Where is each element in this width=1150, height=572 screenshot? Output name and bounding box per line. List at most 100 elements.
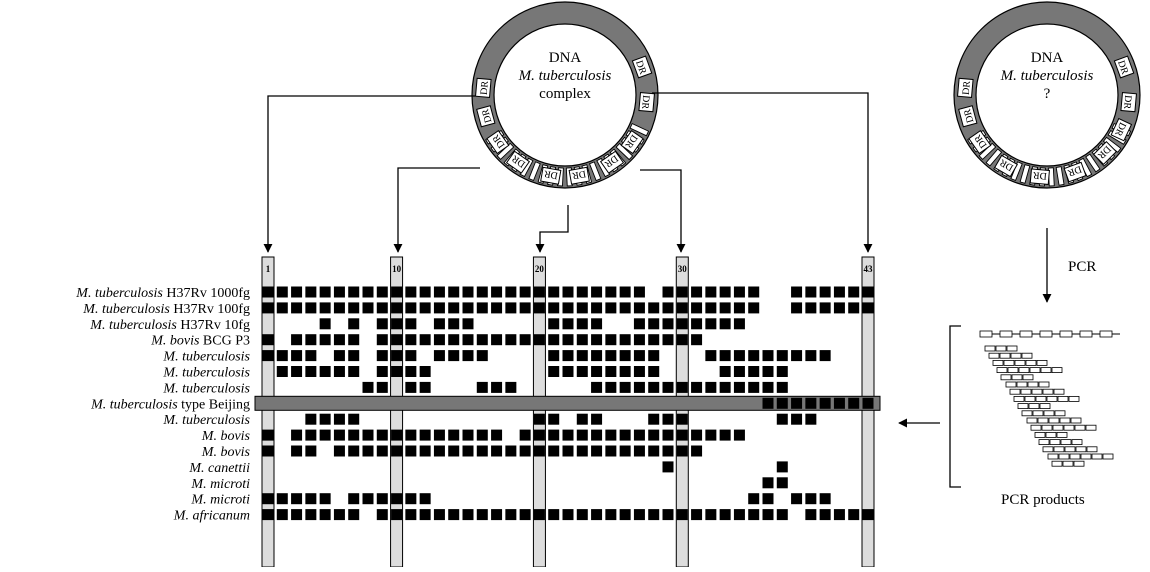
hybridization-square (262, 509, 274, 521)
dr-repeat-box: DR (994, 154, 1018, 178)
hybridization-square (605, 445, 617, 457)
hybridization-square (319, 334, 331, 346)
hybridization-square (333, 366, 345, 377)
hybridization-square (633, 286, 645, 298)
hybridization-square (433, 445, 445, 457)
hybridization-square (705, 509, 717, 521)
dr-repeat-box: DR (957, 77, 974, 98)
pcr-product-box (1005, 381, 1017, 388)
pcr-product-box (1075, 446, 1087, 453)
hybridization-square (605, 509, 617, 521)
hybridization-square (291, 429, 303, 441)
hybridization-square (562, 302, 574, 314)
hybridization-square (662, 334, 674, 346)
hybridization-square (805, 493, 817, 505)
hybridization-square (405, 509, 417, 521)
hybridization-square (648, 509, 660, 521)
pcr-product-box (1064, 446, 1076, 453)
hybridization-square (719, 302, 731, 314)
hybridization-square (733, 381, 745, 393)
hybridization-square (333, 350, 345, 362)
dr-label: DR (1121, 95, 1133, 110)
pattern-row (362, 381, 788, 393)
hybridization-square (348, 445, 360, 457)
hybridization-square (705, 381, 717, 393)
pcr-product-box (992, 359, 1004, 366)
hybridization-square (648, 302, 660, 314)
dr-box-frame (957, 77, 974, 98)
hybridization-square (805, 350, 817, 362)
hybridization-square (291, 334, 303, 346)
hybridization-square (319, 318, 331, 330)
hybridization-square (362, 381, 374, 393)
pcr-label: PCR (1068, 259, 1096, 275)
hybridization-square (562, 318, 574, 330)
hybridization-square (691, 509, 703, 521)
spacer-tick (985, 148, 1003, 167)
pcr-product-box (1028, 403, 1040, 410)
hybridization-square (705, 318, 717, 330)
pcr-product-box (1039, 403, 1051, 410)
dr-label: DR (961, 80, 973, 95)
pcr-product-box (995, 345, 1007, 352)
hybridization-square (419, 286, 431, 298)
hybridization-square (362, 302, 374, 314)
hybridization-square (305, 350, 317, 362)
dr-box-frame (631, 55, 653, 79)
hybridization-square (333, 334, 345, 346)
hybridization-square (319, 366, 331, 377)
pcr-product-box (1091, 453, 1103, 460)
hybridization-square (548, 286, 560, 298)
hybridization-square (805, 302, 817, 314)
hybridization-square (448, 429, 460, 441)
hybridization-square (605, 366, 617, 377)
dr-label: DR (1115, 59, 1130, 76)
dr-box-frame (958, 105, 978, 128)
pcr-product-box (1085, 424, 1097, 431)
hybridization-square (391, 350, 403, 362)
dr-box-frame (994, 154, 1018, 178)
hybridization-square (519, 334, 531, 346)
hybridization-square (605, 381, 617, 393)
hybridization-square (533, 429, 545, 441)
hybridization-square (619, 381, 631, 393)
spacer-number: 10 (392, 264, 402, 274)
strain-label: M. canettii (188, 461, 250, 476)
hybridization-square (419, 334, 431, 346)
hybridization-square (591, 334, 603, 346)
hybridization-square (491, 445, 503, 457)
hybridization-square (548, 445, 560, 457)
hybridization-square (333, 509, 345, 521)
dr-box-frame (968, 129, 992, 155)
pattern-row (262, 350, 831, 362)
hybridization-square (619, 509, 631, 521)
hybridization-square (391, 302, 403, 314)
hybridization-square (719, 318, 731, 330)
hybridization-square (676, 318, 688, 330)
dna-suffix: ? (1044, 86, 1051, 102)
hybridization-square (305, 413, 317, 425)
template-box (1059, 330, 1073, 338)
pcr-product-box (1045, 431, 1057, 438)
hybridization-square (448, 286, 460, 298)
hybridization-square (433, 286, 445, 298)
pcr-product-ladder (979, 330, 1120, 467)
pattern-row (762, 397, 874, 409)
hybridization-square (433, 334, 445, 346)
hybridization-square (362, 493, 374, 505)
pcr-product-box (1058, 453, 1070, 460)
hybridization-square (591, 413, 603, 425)
hybridization-square (405, 429, 417, 441)
pcr-product-box (1038, 439, 1050, 446)
dr-repeat-box: DR (540, 166, 562, 185)
hybridization-square (805, 286, 817, 298)
hybridization-square (776, 413, 788, 425)
hybridization-square (533, 334, 545, 346)
hybridization-square (405, 445, 417, 457)
hybridization-square (348, 413, 360, 425)
hybridization-square (848, 509, 860, 521)
pcr-product-box (1074, 424, 1086, 431)
spacer-number: 30 (678, 264, 688, 274)
pcr-product-box (1070, 417, 1082, 424)
